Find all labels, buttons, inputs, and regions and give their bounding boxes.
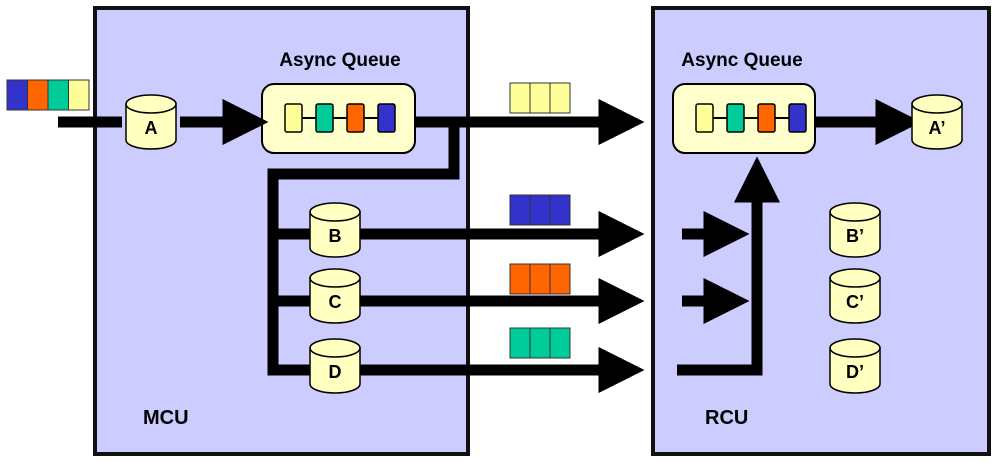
mcu-cylinder-3-body [309, 277, 361, 324]
channel-yellow-block [529, 82, 551, 114]
mcu-cylinder-4-label: D [329, 362, 342, 382]
rcu-cylinder-3-label: C’ [846, 292, 864, 312]
rcu-cylinder-1-label: A’ [928, 118, 945, 138]
rcu-cylinder-3-body [829, 277, 881, 324]
mcu-slot-blue [377, 103, 396, 133]
mcu-cylinder-1: A [125, 94, 177, 150]
rcu-cylinder-3: C’ [829, 268, 881, 324]
mcu-cylinder-4: D [309, 338, 361, 394]
channel-orange-block [549, 263, 571, 295]
rcu-cylinder-1-top [911, 94, 963, 114]
rcu-label: RCU [705, 407, 748, 429]
fanout-bus [267, 122, 460, 376]
rcu-cylinder-2-body [829, 211, 881, 258]
mcu-cylinder-3-top [309, 268, 361, 288]
mcu-cylinder-3: C [309, 268, 361, 324]
rcu-cylinder-4: D’ [829, 338, 881, 394]
data-flow-arrows [58, 98, 922, 394]
rcu-cylinder-1: A’ [911, 94, 963, 150]
channel-teal-block [509, 327, 531, 359]
rcu-cylinder-4-label: D’ [846, 362, 864, 382]
mcu-queue-title: Async Queue [279, 50, 400, 71]
mcu-cylinder-2-body [309, 211, 361, 258]
rcu-cylinder-3-top [829, 268, 881, 288]
channel-yellow-block [549, 82, 571, 114]
channel-blue-block [549, 194, 571, 226]
incoming-block-orange [27, 79, 49, 111]
mcu-slot-yellow [284, 103, 303, 133]
mcu-cylinders: A B C D [125, 94, 361, 394]
rcu-slot-orange [757, 103, 776, 133]
mcu-label: MCU [143, 407, 189, 429]
rcu-cylinder-2-label: B’ [846, 226, 864, 246]
rcu-slot-yellow [695, 103, 714, 133]
incoming-block-blue [6, 79, 28, 111]
rcu-cylinder-4-top [829, 338, 881, 358]
mcu-cylinder-3-label: C [329, 292, 342, 312]
rcu-cylinder-4-body [829, 347, 881, 394]
rcu-cylinder-1-body [911, 103, 963, 150]
incoming-message [6, 79, 90, 111]
rcu-queue-slots [695, 103, 807, 133]
rcu-slot-blue [788, 103, 807, 133]
channel-orange-block [529, 263, 551, 295]
mcu-cylinder-2: B [309, 202, 361, 258]
channel-teal-block [549, 327, 571, 359]
rcu-cylinder-2-top [829, 202, 881, 222]
mcu-cylinder-4-top [309, 338, 361, 358]
incoming-block-teal [47, 79, 69, 111]
rcu-cylinders: A’ B’ C’ D’ [829, 94, 963, 394]
channel-blue-block [509, 194, 531, 226]
channel-orange-block [509, 263, 531, 295]
rcu-cylinder-2: B’ [829, 202, 881, 258]
mcu-slot-teal [315, 103, 334, 133]
mcu-cylinder-1-body [125, 103, 177, 150]
rcu-queue-title: Async Queue [681, 50, 802, 71]
mcu-cylinder-2-top [309, 202, 361, 222]
mcu-cylinder-1-top [125, 94, 177, 114]
channel-yellow-block [509, 82, 531, 114]
mcu-queue-slots [284, 103, 396, 133]
channel-blue-block [529, 194, 551, 226]
channel-teal-block [529, 327, 551, 359]
rcu-inbound-d [677, 156, 781, 376]
mcu-cylinder-1-label: A [145, 118, 158, 138]
mcu-cylinder-2-label: B [329, 226, 342, 246]
rcu-slot-teal [726, 103, 745, 133]
channel-messages [509, 82, 571, 359]
mcu-slot-orange [346, 103, 365, 133]
incoming-block-yellow [68, 79, 90, 111]
mcu-cylinder-4-body [309, 347, 361, 394]
